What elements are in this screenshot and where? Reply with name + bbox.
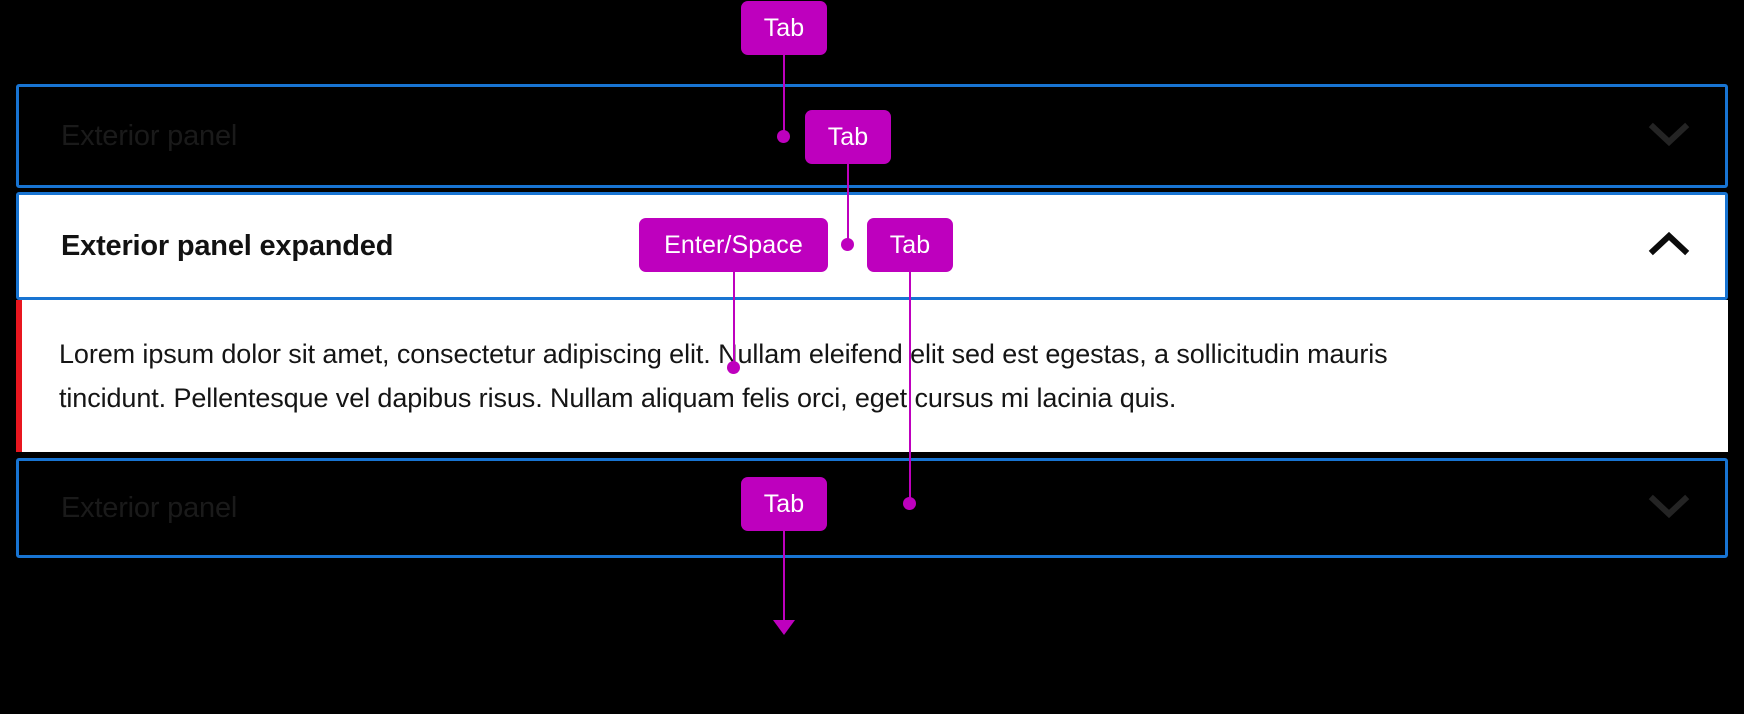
connector-dot-tab-3: [903, 497, 916, 510]
accordion-panel-body: Lorem ipsum dolor sit amet, consectetur …: [16, 300, 1728, 452]
connector-line-tab-4: [783, 531, 785, 622]
key-hint-tab-panel-bottom[interactable]: Tab: [741, 477, 827, 531]
panel-header-expanded[interactable]: Exterior panel expanded: [19, 195, 1725, 297]
connector-dot-tab-2: [841, 238, 854, 251]
connector-line-tab-1: [783, 55, 785, 137]
connector-arrow-tab-4: [773, 620, 795, 635]
key-hint-tab-panel-top[interactable]: Tab: [805, 110, 891, 164]
accordion-panel-collapsed-top[interactable]: Exterior panel: [16, 84, 1728, 188]
connector-line-enter-space: [733, 272, 735, 369]
chevron-down-icon[interactable]: [1647, 491, 1691, 526]
key-hint-tab-top[interactable]: Tab: [741, 1, 827, 55]
panel-header[interactable]: Exterior panel: [19, 87, 1725, 185]
chevron-up-icon[interactable]: [1647, 229, 1691, 264]
key-hint-enter-space[interactable]: Enter/Space: [639, 218, 828, 272]
panel-header[interactable]: Exterior panel: [19, 461, 1725, 555]
panel-title: Exterior panel: [61, 491, 238, 524]
connector-dot-enter-space: [727, 361, 740, 374]
chevron-down-icon[interactable]: [1647, 119, 1691, 154]
connector-line-tab-3: [909, 272, 911, 507]
connector-dot-tab-1: [777, 130, 790, 143]
panel-title-expanded: Exterior panel expanded: [61, 229, 394, 262]
accordion-panel-collapsed-bottom[interactable]: Exterior panel: [16, 458, 1728, 558]
key-hint-tab-expanded[interactable]: Tab: [867, 218, 953, 272]
connector-line-tab-2: [847, 164, 849, 246]
panel-title: Exterior panel: [61, 119, 238, 152]
panel-body-text: Lorem ipsum dolor sit amet, consectetur …: [59, 339, 1388, 413]
